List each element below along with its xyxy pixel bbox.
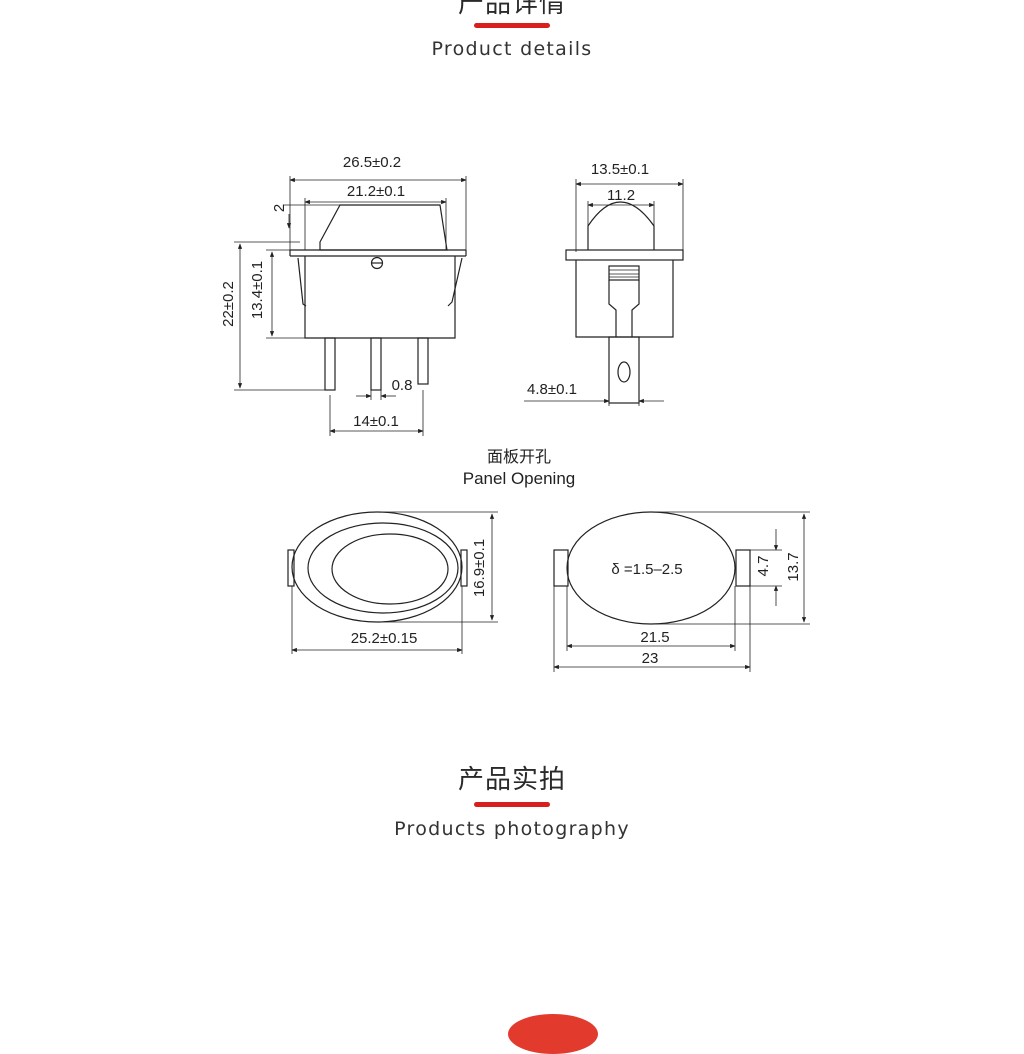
dim-front-overall-width: 13.5±0.1 (591, 161, 649, 178)
dim-pin-width: 0.8 (392, 377, 413, 394)
dim-pin-spacing: 14±0.1 (353, 413, 399, 430)
panel-hole-labels: δ =1.5–2.5 4.7 13.7 21.5 23 (611, 552, 802, 667)
side-view-labels: 26.5±0.2 21.2±0.1 2 22±0.2 13.4±0.1 0.8 … (220, 154, 412, 430)
dim-hole-height: 13.7 (785, 552, 802, 581)
section-header-products-photography: 产品实拍 Products photography (0, 764, 1024, 840)
section-title-en: Product details (431, 38, 593, 60)
dim-bezel-width: 25.2±0.15 (351, 630, 418, 647)
side-view (234, 176, 467, 436)
product-photo-top-edge (508, 1014, 598, 1054)
dim-hole-inner-height: 4.7 (755, 556, 772, 577)
technical-drawing: 26.5±0.2 21.2±0.1 2 22±0.2 13.4±0.1 0.8 … (220, 154, 810, 672)
dim-terminal-width: 4.8±0.1 (527, 381, 577, 398)
dim-bezel-height: 16.9±0.1 (471, 539, 488, 597)
dim-overall-height: 22±0.2 (220, 281, 237, 327)
panel-hole-view (553, 511, 810, 672)
front-view (524, 179, 684, 406)
dim-rocker-width: 11.2 (607, 187, 635, 204)
dim-overall-width: 26.5±0.2 (343, 154, 401, 171)
dim-hole-width: 21.5 (640, 629, 669, 646)
panel-opening-title-cn: 面板开孔 (487, 448, 551, 466)
section-title-cn: 产品详情 (457, 0, 566, 19)
dim-thickness: δ =1.5–2.5 (611, 561, 682, 578)
panel-opening-title-en: Panel Opening (463, 469, 575, 488)
section-title-en: Products photography (394, 818, 630, 840)
panel-opening-title: 面板开孔 Panel Opening (463, 448, 575, 488)
bezel-view (287, 511, 498, 654)
section-title-underline (474, 23, 550, 28)
section-header-product-details: 产品详情 Product details (0, 0, 1024, 60)
front-view-labels: 13.5±0.1 11.2 4.8±0.1 (527, 161, 649, 398)
section-title-cn: 产品实拍 (457, 765, 566, 795)
dim-body-height: 13.4±0.1 (249, 261, 266, 319)
bezel-view-labels: 16.9±0.1 25.2±0.15 (351, 539, 488, 647)
dim-inner-width: 21.2±0.1 (347, 183, 405, 200)
dim-overall-hole-width: 23 (642, 650, 659, 667)
dim-rocker-height: 2 (271, 204, 288, 212)
section-title-underline (474, 802, 550, 807)
